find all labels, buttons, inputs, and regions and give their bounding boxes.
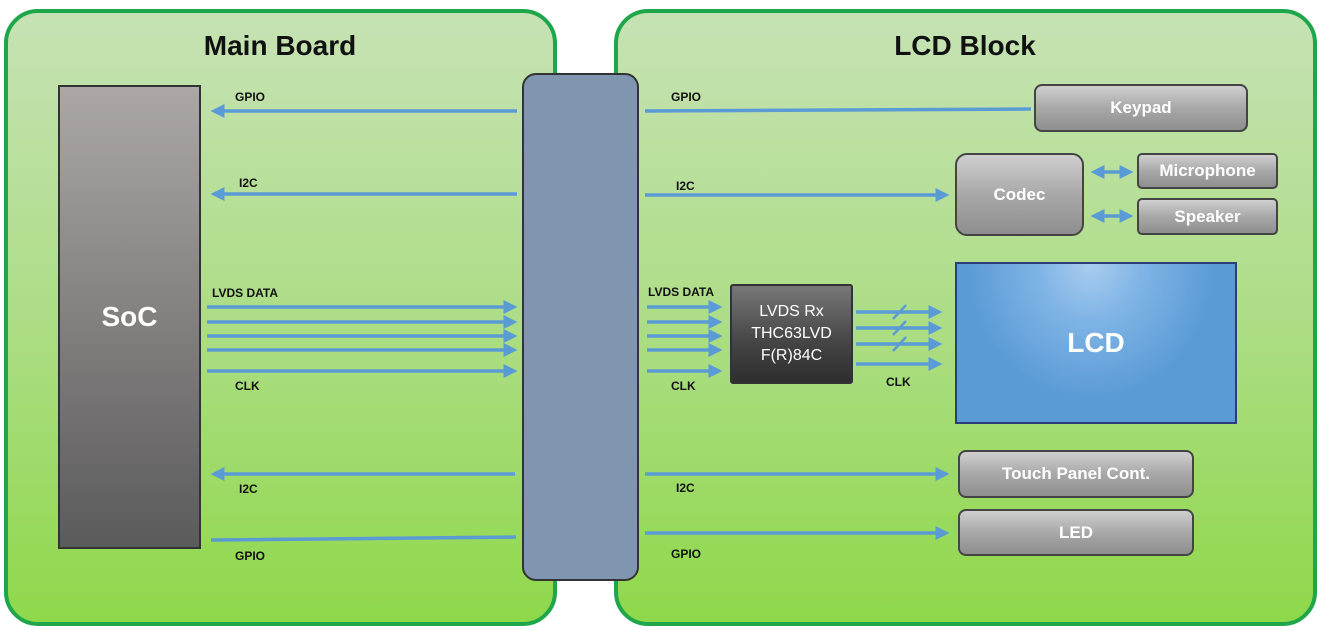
main-board-title: Main Board <box>203 30 357 61</box>
gpio-line-bottom <box>210 535 517 542</box>
microphone-block: Microphone <box>1137 153 1278 189</box>
label-gpio-bottom-right: GPIO <box>671 547 702 561</box>
label-clk-left: CLK <box>235 379 260 393</box>
lcd-panel-block: LCD <box>955 262 1237 424</box>
lvds-rx-line-3: F(R)84C <box>760 347 823 364</box>
label-i2c-top-right: I2C <box>676 179 695 193</box>
bus-slash-1 <box>892 304 907 320</box>
bus-slash-3 <box>892 336 907 352</box>
lvds-rx-block: LVDS Rx THC63LVD F(R)84C <box>730 284 853 384</box>
codec-block: Codec <box>955 153 1084 236</box>
label-clk-lcd: CLK <box>886 375 911 389</box>
label-clk-right: CLK <box>671 379 696 393</box>
lcd-block-title: LCD Block <box>894 30 1036 61</box>
label-gpio-bottom-left: GPIO <box>235 549 266 563</box>
lvds-rx-line-2: THC63LVD <box>751 325 832 342</box>
lvds-rx-line-1: LVDS Rx <box>759 303 824 320</box>
connector-block <box>522 73 639 581</box>
led-block: LED <box>958 509 1194 556</box>
bus-slash-2 <box>892 320 907 336</box>
label-lvds-data-left: LVDS DATA <box>212 286 278 300</box>
soc-block: SoC <box>58 85 201 549</box>
keypad-block: Keypad <box>1034 84 1248 132</box>
label-gpio-top-right: GPIO <box>671 90 702 104</box>
label-i2c-bottom-right: I2C <box>676 481 695 495</box>
label-gpio-top-left: GPIO <box>235 90 266 104</box>
speaker-block: Speaker <box>1137 198 1278 235</box>
label-i2c-top-left: I2C <box>239 176 258 190</box>
label-lvds-data-right: LVDS DATA <box>648 285 714 299</box>
label-i2c-bottom-left: I2C <box>239 482 258 496</box>
gpio-line-keypad <box>644 107 1032 113</box>
touch-panel-controller-block: Touch Panel Cont. <box>958 450 1194 498</box>
